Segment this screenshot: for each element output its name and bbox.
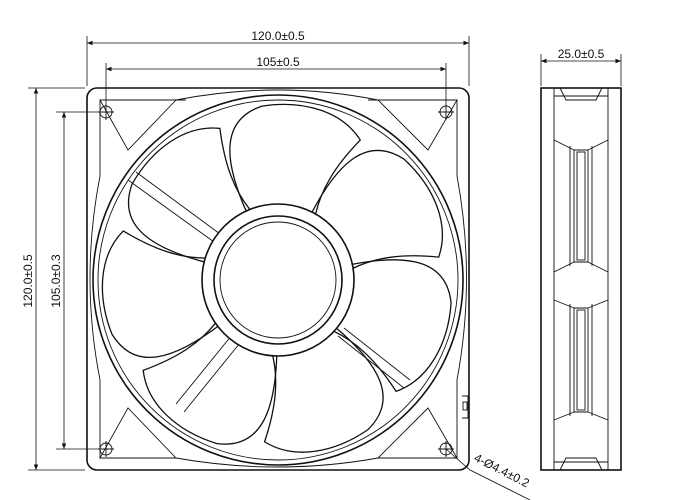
dim-overall-height: 120.0±0.5 — [21, 254, 35, 308]
dim-hole-spacing-y: 105.0±0.3 — [49, 254, 63, 308]
venturi-circle — [92, 94, 464, 466]
dim-hole-spacing-x: 105±0.5 — [256, 55, 300, 69]
mount-hole — [438, 104, 454, 120]
side-view — [540, 87, 622, 471]
side-rib-upper — [553, 139, 609, 273]
dim-mount-holes: 4-Ø4.4±0.2 — [472, 451, 532, 491]
hub — [201, 203, 355, 357]
dim-thickness: 25.0±0.5 — [558, 47, 605, 61]
frame-outer — [86, 87, 470, 471]
corner-flanges — [99, 99, 458, 459]
venturi-circle-inner — [97, 99, 459, 461]
dim-overall-width: 120.0±0.5 — [251, 29, 305, 43]
cable-notch — [462, 395, 469, 419]
front-view — [86, 87, 470, 471]
dimensions-side: 25.0±0.5 — [540, 47, 622, 86]
support-spokes — [127, 171, 411, 413]
side-rib-lower — [553, 299, 609, 421]
